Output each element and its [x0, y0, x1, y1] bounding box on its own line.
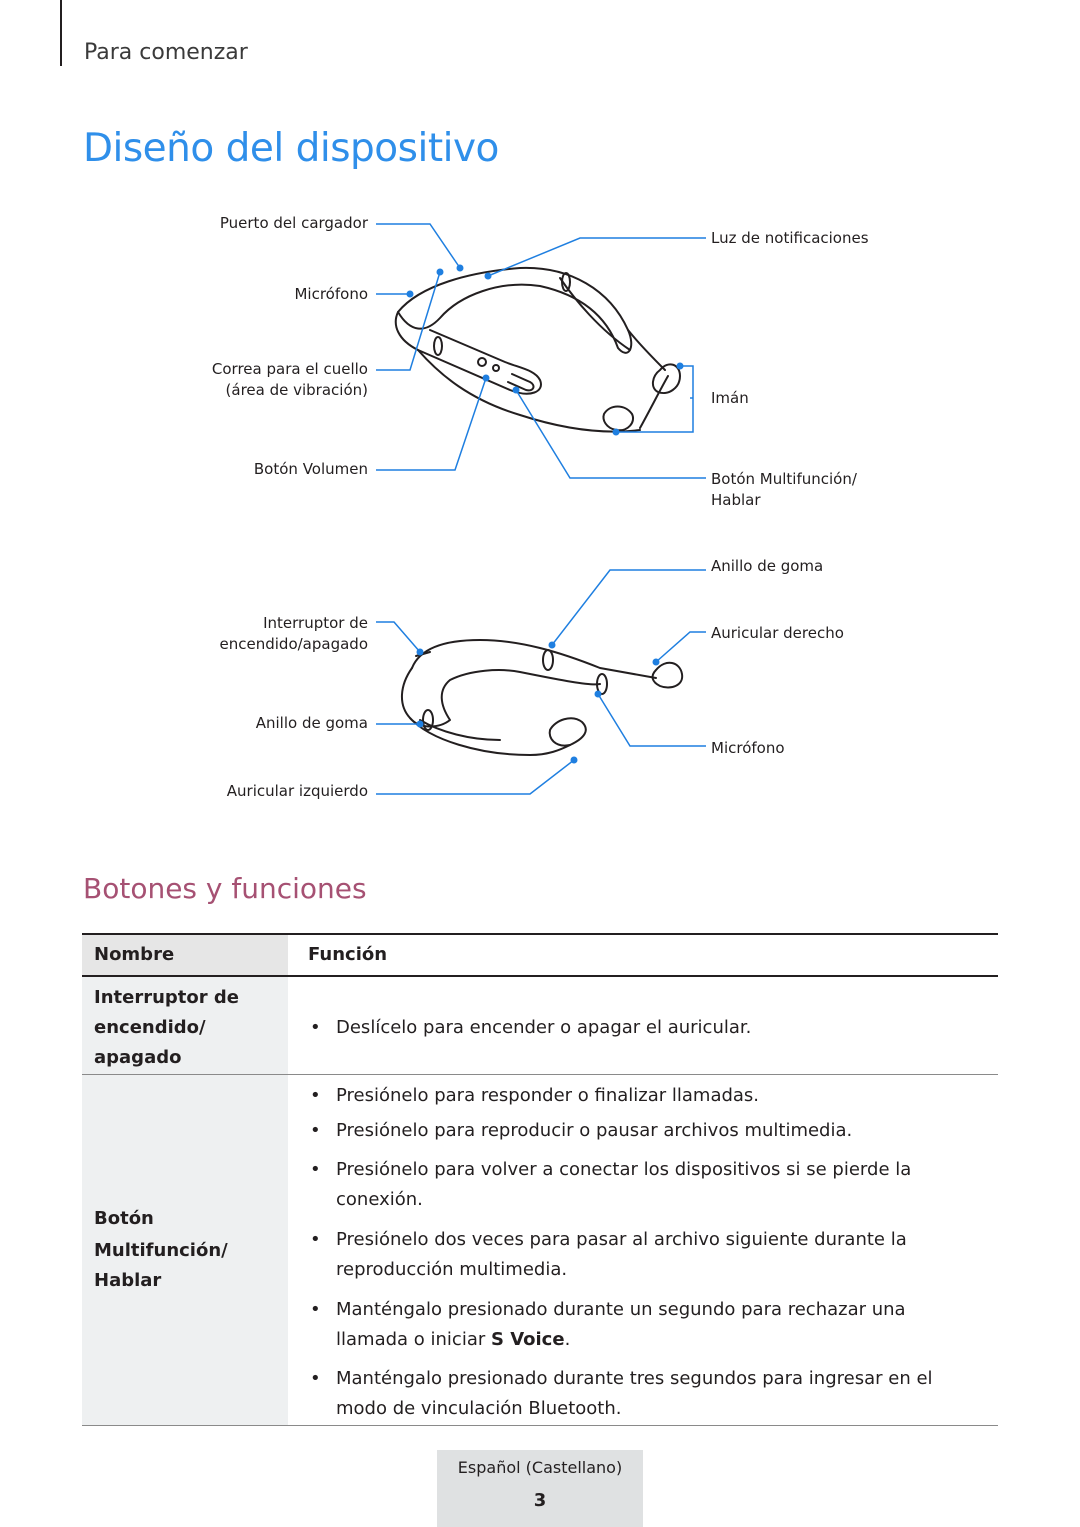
label-multifunction-line2: Hablar [711, 491, 761, 509]
page-number: 3 [533, 1490, 547, 1511]
label-rubber-ring-right: Anillo de goma [711, 557, 824, 575]
label-power-switch-line2: encendido/apagado [219, 635, 368, 653]
function-text: llamada o iniciar S Voice. [336, 1325, 570, 1355]
label-neckband: Correa para el cuello (área de vibración… [212, 359, 368, 401]
label-microphone-top: Micrófono [294, 285, 368, 303]
label-charging-port: Puerto del cargador [219, 214, 368, 232]
section-rule [60, 0, 62, 66]
label-power-switch-line1: Interruptor de [263, 614, 368, 632]
function-text: Manténgalo presionado durante un segundo… [336, 1299, 906, 1320]
header-function: Función [308, 944, 388, 965]
bullet: • [310, 1229, 321, 1250]
bullet: • [310, 1299, 321, 1320]
callout-lines [376, 223, 706, 795]
bullet: • [310, 1159, 321, 1180]
header-name: Nombre [94, 944, 175, 965]
table-row: Interruptor de encendido/ apagado • Desl… [82, 977, 998, 1075]
function-text: Presiónelo para reproducir o pausar arch… [336, 1120, 853, 1141]
label-notification-light: Luz de notificaciones [711, 229, 869, 247]
label-neckband-line2: (área de vibración) [225, 381, 368, 399]
label-rubber-ring-left: Anillo de goma [255, 714, 368, 732]
row-name-line: apagado [94, 1047, 182, 1068]
function-text: Presiónelo dos veces para pasar al archi… [336, 1229, 907, 1250]
headset-bottom-drawing [401, 639, 684, 756]
page-title: Diseño del dispositivo [83, 126, 499, 171]
header-name-cell: Nombre [82, 935, 288, 975]
function-text: reproducción multimedia. [336, 1259, 568, 1280]
function-text: conexión. [336, 1189, 423, 1210]
label-magnet: Imán [711, 389, 749, 407]
label-right-earbud: Auricular derecho [711, 624, 844, 642]
bullet: • [310, 1120, 321, 1141]
bullet: • [310, 1085, 321, 1106]
device-diagram: Puerto del cargador Micrófono Correa par… [0, 200, 1080, 820]
device-illustration [376, 223, 706, 795]
label-power-switch: Interruptor de encendido/apagado [220, 613, 368, 655]
label-multifunction: Botón Multifunción/ Hablar [711, 469, 857, 511]
function-text-part: llamada o iniciar [336, 1329, 491, 1350]
function-text: Presiónelo para volver a conectar los di… [336, 1159, 912, 1180]
functions-table: Nombre Función Interruptor de encendido/… [82, 933, 998, 1426]
row-name-line: encendido/ [94, 1017, 206, 1038]
section-label: Para comenzar [84, 40, 248, 65]
label-volume-button: Botón Volumen [253, 460, 368, 478]
name-cell: Interruptor de encendido/ apagado [82, 977, 288, 1074]
footer-language: Español (Castellano) [457, 1458, 623, 1477]
function-text: Presiónelo para responder o finalizar ll… [336, 1085, 760, 1106]
label-microphone-bottom: Micrófono [711, 739, 785, 757]
s-voice-term: S Voice [490, 1329, 565, 1350]
function-text: Manténgalo presionado durante tres segun… [336, 1368, 933, 1389]
function-text: modo de vinculación Bluetooth. [336, 1398, 622, 1419]
label-left-earbud: Auricular izquierdo [226, 782, 368, 800]
label-multifunction-line1: Botón Multifunción/ [711, 470, 857, 488]
function-text-part: . [564, 1329, 571, 1350]
callout-dots [406, 264, 684, 764]
label-neckband-line1: Correa para el cuello [211, 360, 368, 378]
bullet: • [310, 1368, 321, 1389]
table-header: Nombre Función [82, 933, 998, 977]
name-cell: Botón Multifunción/ Hablar [82, 1075, 288, 1425]
function-text: Deslícelo para encender o apagar el auri… [336, 1017, 752, 1038]
section-subtitle: Botones y funciones [83, 872, 367, 905]
row-name-line: Botón [94, 1208, 154, 1229]
page-footer: Español (Castellano) 3 [437, 1450, 643, 1527]
row-name-line: Multifunción/ [94, 1240, 228, 1261]
bullet: • [310, 1017, 321, 1038]
table-row: Botón Multifunción/ Hablar • Presiónelo … [82, 1075, 998, 1426]
row-name-line: Hablar [94, 1270, 162, 1291]
row-name-line: Interruptor de [94, 987, 239, 1008]
headset-top-drawing [394, 266, 681, 433]
